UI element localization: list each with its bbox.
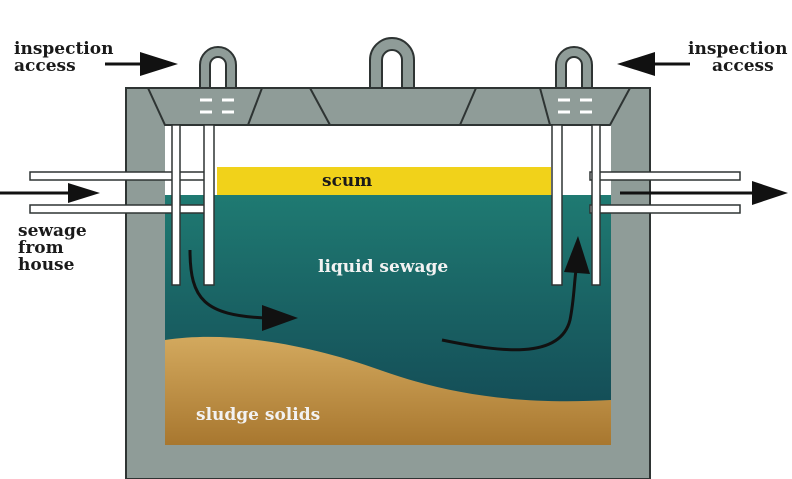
outlet-tee-right [591,124,601,286]
outlet-pipe-lower [589,204,741,214]
lid-seam [459,87,477,126]
outflow-arrow-icon [620,181,788,205]
inlet-label-line3: house [18,255,75,275]
inspection-left-label-line1: inspection [14,39,113,59]
inlet-label-line1: sewage [18,221,87,241]
lid-handle-center-icon [369,37,415,89]
lid-seam [309,87,331,126]
inspection-arrow-right-icon [617,52,690,76]
inlet-tee-right [203,124,215,286]
inflow-arrow-icon [0,183,100,203]
sludge-solids-label: sludge solids [196,405,320,425]
lid-handle-left-icon [199,46,237,89]
outlet-tee-left [551,124,563,286]
lid-handle-right-icon [555,46,593,89]
inlet-tee-left [171,124,181,286]
lid-seam [247,87,263,126]
lid-seam [539,87,551,126]
vent-right-icon [558,98,592,114]
sludge-layer [165,336,611,445]
inspection-right-label-line1: inspection [688,39,787,59]
tank-lid [146,87,632,126]
inspection-arrow-left-icon [105,52,178,76]
inspection-right-label-line2: access [712,56,774,76]
inspection-left-label-line2: access [14,56,76,76]
liquid-sewage-label: liquid sewage [318,257,448,277]
vent-left-icon [200,98,234,114]
inlet-label-line2: from [18,238,64,258]
flow-up-arrow-icon [441,236,590,352]
scum-layer [217,167,551,195]
scum-label: scum [322,171,372,191]
flow-down-arrow-icon [188,249,298,331]
outlet-pipe-upper [589,171,741,181]
